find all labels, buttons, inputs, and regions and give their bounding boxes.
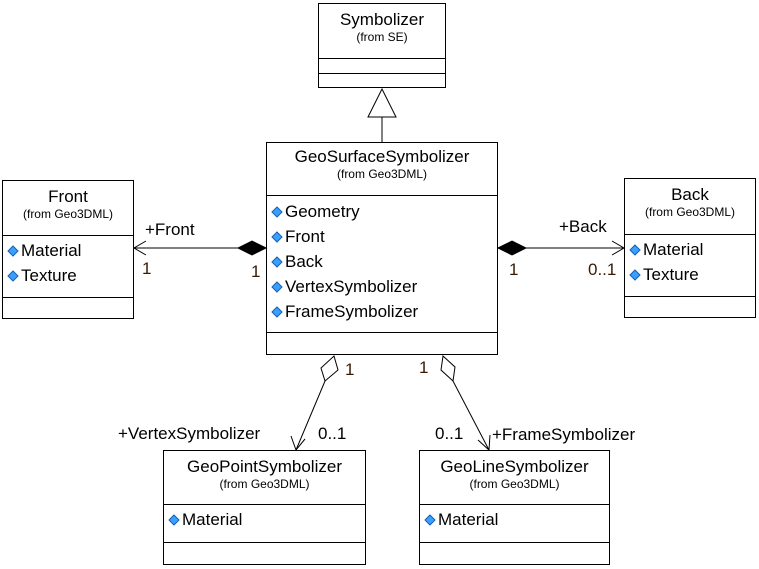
class-name: Symbolizer	[339, 10, 425, 29]
attribute-icon	[7, 244, 19, 257]
vertex-role-label: +VertexSymbolizer	[118, 424, 261, 443]
vertex-aggregation-diamond	[320, 355, 339, 382]
attribute-compartment: Material	[420, 505, 609, 543]
class-header: Symbolizer (from SE)	[319, 4, 445, 59]
front-source-multiplicity: 1	[251, 262, 261, 281]
attribute-row[interactable]: Texture	[629, 262, 755, 287]
attribute-compartment: Material Texture	[625, 235, 755, 297]
class-geo-surface-symbolizer[interactable]: GeoSurfaceSymbolizer (from Geo3DML) Geom…	[266, 142, 498, 355]
attribute-icon	[271, 280, 283, 293]
attribute-row[interactable]: FrameSymbolizer	[271, 299, 497, 324]
attribute-name: Front	[285, 227, 325, 246]
attribute-name: Back	[285, 252, 323, 271]
attribute-name: VertexSymbolizer	[285, 277, 418, 296]
attribute-row[interactable]: Material	[7, 238, 133, 263]
attribute-icon	[424, 513, 436, 526]
attribute-icon	[271, 205, 283, 218]
attribute-compartment: Material Texture	[3, 236, 133, 298]
frame-role-label: +FrameSymbolizer	[492, 425, 636, 444]
class-package: (from Geo3DML)	[22, 207, 114, 221]
attribute-row[interactable]: Front	[271, 224, 497, 249]
class-header: Front (from Geo3DML)	[3, 181, 133, 236]
front-target-multiplicity: 1	[142, 259, 152, 278]
class-name: Back	[671, 185, 709, 204]
attribute-icon	[629, 268, 641, 281]
class-geo-point-symbolizer[interactable]: GeoPointSymbolizer (from Geo3DML) Materi…	[163, 450, 366, 565]
attribute-icon	[7, 269, 19, 282]
class-header: GeoSurfaceSymbolizer (from Geo3DML)	[267, 143, 497, 196]
attribute-row[interactable]: Material	[424, 507, 609, 532]
attribute-row[interactable]: VertexSymbolizer	[271, 274, 497, 299]
attribute-icon	[271, 230, 283, 243]
class-package: (from Geo3DML)	[469, 477, 560, 491]
class-package: (from SE)	[356, 30, 408, 44]
attribute-row[interactable]: Texture	[7, 263, 133, 288]
class-package: (from Geo3DML)	[219, 477, 310, 491]
attribute-name: Material	[182, 510, 243, 529]
attribute-row[interactable]: Material	[168, 507, 365, 532]
frame-aggregation-diamond	[440, 354, 456, 383]
front-role-label: +Front	[145, 220, 195, 239]
vertex-association-line	[295, 380, 326, 451]
class-name: GeoSurfaceSymbolizer	[294, 147, 470, 166]
attribute-name: Texture	[21, 266, 77, 285]
attribute-row[interactable]: Geometry	[271, 199, 497, 224]
frame-source-multiplicity: 1	[419, 358, 429, 377]
front-composition-diamond	[236, 240, 268, 256]
frame-target-multiplicity: 0..1	[435, 424, 464, 443]
class-header: Back (from Geo3DML)	[625, 179, 755, 235]
attribute-icon	[168, 513, 180, 526]
attribute-compartment: Material	[164, 505, 365, 543]
front-navigation-arrow	[133, 240, 147, 256]
attribute-name: Texture	[643, 265, 699, 284]
class-package: (from Geo3DML)	[644, 205, 736, 219]
generalization-arrowhead	[367, 87, 397, 118]
class-name: Front	[48, 187, 88, 206]
class-name: GeoLineSymbolizer	[440, 457, 589, 476]
attribute-name: Material	[438, 510, 499, 529]
attribute-row[interactable]: Material	[629, 237, 755, 262]
back-target-multiplicity: 0..1	[588, 260, 617, 279]
vertex-target-multiplicity: 0..1	[318, 424, 347, 443]
class-name: GeoPointSymbolizer	[187, 457, 342, 476]
class-front[interactable]: Front (from Geo3DML) Material Texture	[2, 180, 134, 319]
class-header: GeoPointSymbolizer (from Geo3DML)	[164, 451, 365, 505]
attribute-compartment	[319, 59, 445, 74]
attribute-name: Material	[643, 240, 704, 259]
attribute-compartment: Geometry Front Back VertexSymbolizer Fra…	[267, 196, 497, 333]
vertex-navigation-arrow	[290, 435, 306, 452]
attribute-icon	[271, 255, 283, 268]
class-symbolizer[interactable]: Symbolizer (from SE)	[318, 3, 446, 88]
attribute-name: Geometry	[285, 202, 360, 221]
class-back[interactable]: Back (from Geo3DML) Material Texture	[624, 178, 756, 318]
back-composition-diamond	[496, 240, 528, 256]
class-header: GeoLineSymbolizer (from Geo3DML)	[420, 451, 609, 505]
back-source-multiplicity: 1	[509, 260, 519, 279]
attribute-icon	[629, 243, 641, 256]
attribute-name: Material	[21, 241, 82, 260]
attribute-row[interactable]: Back	[271, 249, 497, 274]
class-geo-line-symbolizer[interactable]: GeoLineSymbolizer (from Geo3DML) Materia…	[419, 450, 610, 565]
class-package: (from Geo3DML)	[336, 167, 428, 181]
attribute-icon	[271, 305, 283, 318]
frame-association-line	[452, 380, 490, 451]
back-role-label: +Back	[559, 217, 607, 236]
vertex-source-multiplicity: 1	[345, 360, 355, 379]
attribute-name: FrameSymbolizer	[285, 302, 419, 321]
